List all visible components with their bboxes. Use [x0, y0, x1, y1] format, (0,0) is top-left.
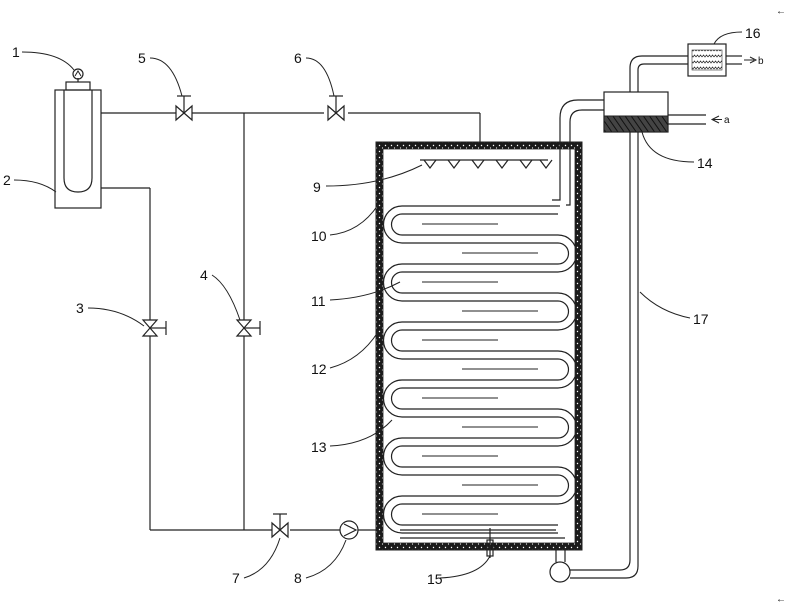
- label-14: 14: [697, 155, 713, 171]
- label-10: 10: [311, 228, 327, 244]
- pump-8: [339, 520, 359, 540]
- label-12: 12: [311, 361, 327, 377]
- coil-bend: [382, 495, 403, 534]
- coil-bend: [557, 416, 570, 439]
- inlet-a: a: [710, 115, 730, 126]
- pressure-gauge-1: [72, 68, 84, 82]
- label-6: 6: [294, 50, 302, 66]
- coil-bend: [390, 213, 403, 236]
- label-9: 9: [313, 179, 321, 195]
- corner-mark-top: ←: [776, 6, 786, 17]
- coil-bend: [382, 205, 403, 244]
- coil-bend: [390, 271, 403, 294]
- coil-bend: [557, 474, 570, 497]
- callouts: 1 2 3 4 5 6 7 8 9 10 11 12 13 14 15 16 1: [3, 25, 761, 587]
- valve-5: [175, 95, 193, 122]
- return-line-17: [549, 132, 639, 583]
- label-13: 13: [311, 439, 327, 455]
- label-8: 8: [294, 570, 302, 586]
- spray-header-9: [420, 159, 553, 169]
- serpentine-coil-11: [382, 205, 578, 539]
- riser-pipe: [552, 99, 604, 206]
- outlet-b: b: [744, 56, 764, 67]
- coil-supports: [383, 223, 577, 516]
- coil-bend: [557, 300, 570, 323]
- valve-3: [141, 319, 167, 342]
- heater-16: [687, 43, 727, 77]
- coil-bend: [390, 503, 403, 526]
- coil-bend: [390, 445, 403, 468]
- coil-bend: [390, 387, 403, 410]
- vent-pipe: [629, 55, 742, 92]
- corner-mark-bottom: ←: [776, 594, 786, 605]
- coil-bend: [382, 437, 403, 476]
- valve-7: [271, 513, 289, 539]
- label-1: 1: [12, 44, 20, 60]
- label-2: 2: [3, 172, 11, 188]
- vessel-2: [54, 81, 102, 209]
- label-15: 15: [427, 571, 443, 587]
- tank: [375, 141, 583, 551]
- coil-bend: [390, 329, 403, 352]
- label-5: 5: [138, 50, 146, 66]
- port-a-label: a: [724, 115, 730, 126]
- valve-6: [327, 95, 345, 122]
- valve-4: [235, 319, 261, 342]
- coil-bend: [557, 358, 570, 381]
- label-4: 4: [200, 267, 208, 283]
- label-17: 17: [693, 311, 709, 327]
- coil-bend: [382, 263, 403, 302]
- coil-bend: [557, 242, 570, 265]
- port-b-label: b: [758, 56, 764, 67]
- coil-bend: [382, 379, 403, 418]
- label-11: 11: [311, 293, 326, 309]
- label-16: 16: [745, 25, 761, 41]
- coil-bend: [382, 321, 403, 360]
- separator-14: [603, 91, 706, 133]
- label-7: 7: [232, 570, 240, 586]
- label-3: 3: [76, 300, 84, 316]
